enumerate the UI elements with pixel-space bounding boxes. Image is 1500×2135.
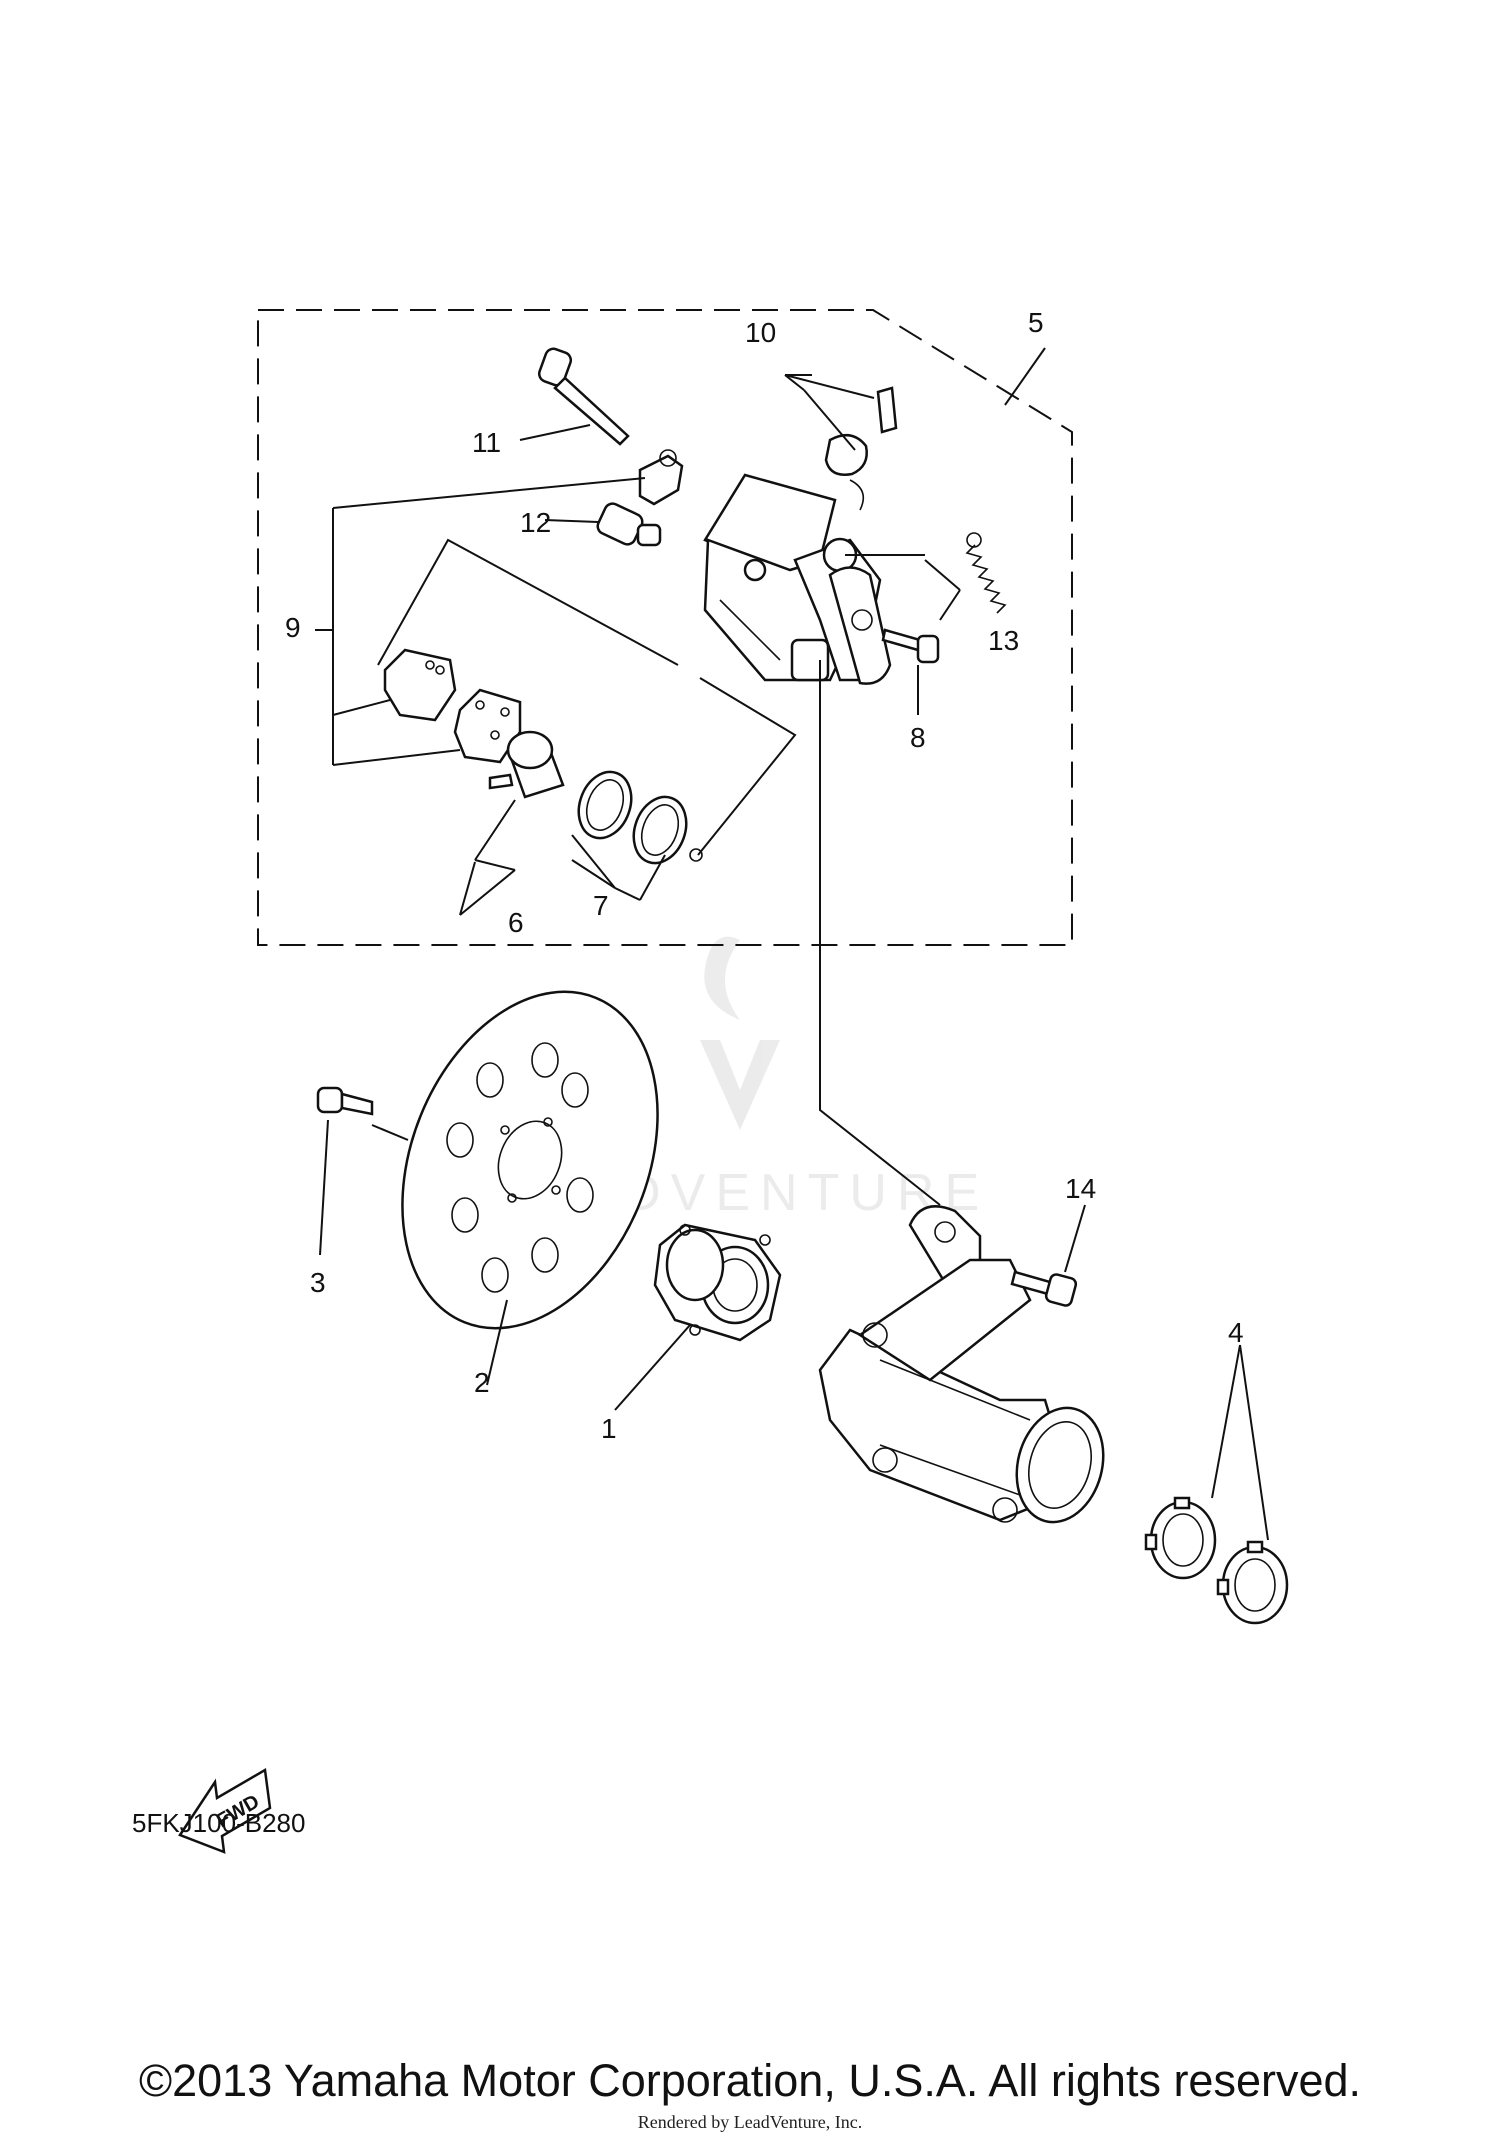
bracket-bolt xyxy=(1010,1270,1078,1307)
axle-housing xyxy=(818,1205,1105,1524)
rear-hub xyxy=(653,1223,782,1342)
bleed-screw xyxy=(824,386,898,511)
axle-nut-outer xyxy=(1216,1540,1289,1625)
brake-disc xyxy=(401,990,659,1330)
caliper-body xyxy=(703,473,882,682)
caliper-piston xyxy=(488,730,565,799)
callout-13: 13 xyxy=(988,625,1019,656)
caliper-bushing xyxy=(596,502,662,547)
caliper-pin-bolt xyxy=(537,347,630,446)
brake-lever-arm xyxy=(828,566,892,685)
piston-seal-kit xyxy=(577,770,703,865)
callout-9: 9 xyxy=(285,612,301,643)
rendered-by-notice: Rendered by LeadVenture, Inc. xyxy=(637,2112,863,2132)
copyright-notice: ©2013 Yamaha Motor Corporation, U.S.A. A… xyxy=(138,2055,1362,2106)
callout-7: 7 xyxy=(593,890,609,921)
callout-11: 11 xyxy=(472,427,501,458)
brake-pad-outer xyxy=(383,648,457,722)
callout-8: 8 xyxy=(910,722,926,753)
return-spring xyxy=(965,544,1007,614)
callout-14: 14 xyxy=(1065,1173,1096,1204)
diagram-code: 5FKJ100-B280 xyxy=(132,1808,306,1838)
pad-clip xyxy=(638,454,684,506)
callout-6: 6 xyxy=(508,907,524,938)
callout-4: 4 xyxy=(1228,1317,1244,1348)
axle-nut-inner xyxy=(1144,1496,1217,1580)
callout-1: 1 xyxy=(601,1413,617,1444)
leader-lines xyxy=(315,347,1269,1541)
callout-2: 2 xyxy=(474,1367,490,1398)
callout-10: 10 xyxy=(745,317,776,348)
callout-12: 12 xyxy=(520,507,551,538)
caliper-assembly-box xyxy=(257,309,1073,946)
callout-3: 3 xyxy=(310,1267,326,1298)
callout-5: 5 xyxy=(1028,307,1044,338)
disc-bolt xyxy=(316,1086,374,1116)
adjust-bolt xyxy=(881,628,940,664)
